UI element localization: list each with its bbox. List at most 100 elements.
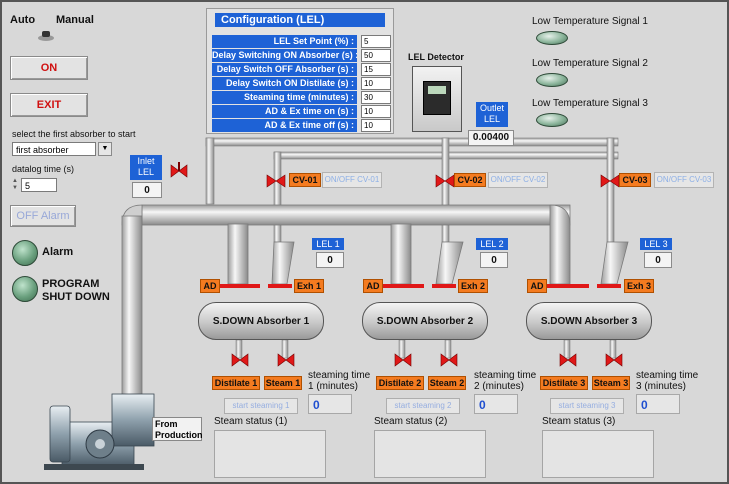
- detector-title: LEL Detector: [408, 52, 464, 62]
- valve-icon[interactable]: [600, 172, 620, 190]
- steaming-time-3-value: 0: [636, 394, 680, 414]
- steaming-time-3-label: steaming time 3 (minutes): [636, 370, 699, 392]
- valve-icon[interactable]: [277, 352, 295, 368]
- valve-icon[interactable]: [266, 172, 286, 190]
- steam-3-tag: Steam 3: [592, 376, 630, 390]
- detector-display-icon: [423, 81, 451, 115]
- lel-1-value: 0: [316, 252, 344, 268]
- config-row-label: Delay Switching ON Absorber (s) :: [212, 49, 357, 62]
- config-row: Delay Switch OFF Absorber (s) : 15: [212, 63, 391, 76]
- datalog-value: 5: [25, 181, 31, 191]
- auto-manual-toggle[interactable]: [36, 28, 56, 42]
- config-title: Configuration (LEL): [215, 13, 385, 27]
- lel-2-value: 0: [480, 252, 508, 268]
- lel-1-label: LEL 1: [312, 238, 344, 250]
- lel-detector-device: [412, 66, 462, 132]
- start-steaming-3-button[interactable]: start steaming 3: [550, 398, 624, 414]
- outlet-lel-value: 0.00400: [468, 130, 514, 146]
- valve-icon[interactable]: [170, 162, 188, 180]
- steam-status-1-label: Steam status (1): [214, 416, 288, 427]
- absorber-select[interactable]: first absorber: [12, 142, 96, 156]
- steam-2-tag: Steam 2: [428, 376, 466, 390]
- on-button[interactable]: ON: [10, 56, 88, 80]
- off-alarm-button[interactable]: OFF Alarm: [10, 205, 76, 227]
- exh-3-tag: Exh 3: [624, 279, 654, 293]
- valve-icon[interactable]: [605, 352, 623, 368]
- outlet-lel-label: Outlet LEL: [476, 102, 508, 127]
- lel-3-value: 0: [644, 252, 672, 268]
- low-temp-led: [536, 73, 568, 87]
- low-temp-signal-label: Low Temperature Signal 1: [532, 16, 648, 27]
- low-temp-led: [536, 113, 568, 127]
- valve-icon[interactable]: [435, 172, 455, 190]
- steam-1-tag: Steam 1: [264, 376, 302, 390]
- from-production-label: From Production: [152, 417, 203, 441]
- steam-status-3-label: Steam status (3): [542, 416, 616, 427]
- ad-1-tag: AD: [200, 279, 220, 293]
- config-row-label: LEL Set Point (%) :: [212, 35, 357, 48]
- ad-2-tag: AD: [363, 279, 383, 293]
- start-steaming-2-button[interactable]: start steaming 2: [386, 398, 460, 414]
- absorber-select-label: select the first absorber to start: [12, 129, 136, 139]
- steam-status-2-label: Steam status (2): [374, 416, 448, 427]
- config-row-label: AD & Ex time off (s) :: [212, 119, 357, 132]
- config-row-input[interactable]: 10: [361, 119, 391, 132]
- config-row: AD & Ex time on (s) : 10: [212, 105, 391, 118]
- exh-1-tag: Exh 1: [294, 279, 324, 293]
- config-row-input[interactable]: 10: [361, 77, 391, 90]
- inlet-lel-label: Inlet LEL: [130, 155, 162, 180]
- steam-status-3-box: [542, 430, 654, 478]
- absorber-select-value: first absorber: [16, 145, 69, 155]
- steam-status-1-box: [214, 430, 326, 478]
- datalog-label: datalog time (s): [12, 164, 75, 174]
- steaming-time-1-label: steaming time 1 (minutes): [308, 370, 371, 392]
- config-row: Delay Switch ON Distilate (s) : 10: [212, 77, 391, 90]
- valve-icon[interactable]: [559, 352, 577, 368]
- low-temp-signal-label: Low Temperature Signal 2: [532, 58, 648, 69]
- ad-3-tag: AD: [527, 279, 547, 293]
- valve-icon[interactable]: [231, 352, 249, 368]
- config-row-input[interactable]: 10: [361, 105, 391, 118]
- cv-03-onoff-button[interactable]: ON/OFF CV-03: [654, 172, 714, 188]
- datalog-input[interactable]: 5: [21, 178, 57, 192]
- config-row-label: Steaming time (minutes) :: [212, 91, 357, 104]
- start-steaming-1-button[interactable]: start steaming 1: [224, 398, 298, 414]
- steaming-time-1-value: 0: [308, 394, 352, 414]
- valve-icon[interactable]: [440, 352, 458, 368]
- low-temp-led: [536, 31, 568, 45]
- absorber-1[interactable]: S.DOWN Absorber 1: [198, 302, 324, 340]
- chevron-down-icon[interactable]: ▼: [98, 142, 112, 156]
- alarm-label: Alarm: [42, 246, 74, 258]
- shutdown-label: PROGRAM SHUT DOWN: [42, 278, 110, 303]
- config-row-input[interactable]: 30: [361, 91, 391, 104]
- inlet-lel-value: 0: [132, 182, 162, 198]
- config-row-label: AD & Ex time on (s) :: [212, 105, 357, 118]
- config-row-input[interactable]: 15: [361, 63, 391, 76]
- distilate-2-tag: Distilate 2: [376, 376, 424, 390]
- cv-01-onoff-button[interactable]: ON/OFF CV-01: [322, 172, 382, 188]
- steam-status-2-box: [374, 430, 486, 478]
- cv-01-tag: CV-01: [289, 173, 321, 187]
- cv-02-tag: CV-02: [454, 173, 486, 187]
- config-row: AD & Ex time off (s) : 10: [212, 119, 391, 132]
- config-row: Steaming time (minutes) : 30: [212, 91, 391, 104]
- alarm-led: [12, 240, 38, 266]
- exh-2-tag: Exh 2: [458, 279, 488, 293]
- valve-icon[interactable]: [394, 352, 412, 368]
- absorber-2[interactable]: S.DOWN Absorber 2: [362, 302, 488, 340]
- manual-label: Manual: [56, 14, 94, 26]
- distilate-1-tag: Distilate 1: [212, 376, 260, 390]
- datalog-stepper-icon[interactable]: ▲▼: [12, 178, 18, 191]
- config-row-input[interactable]: 5: [361, 35, 391, 48]
- exit-button[interactable]: EXIT: [10, 93, 88, 117]
- shutdown-led: [12, 276, 38, 302]
- steaming-time-2-value: 0: [474, 394, 518, 414]
- absorber-3[interactable]: S.DOWN Absorber 3: [526, 302, 652, 340]
- lel-2-label: LEL 2: [476, 238, 508, 250]
- lel-3-label: LEL 3: [640, 238, 672, 250]
- config-row: Delay Switching ON Absorber (s) : 50: [212, 49, 391, 62]
- cv-02-onoff-button[interactable]: ON/OFF CV-02: [488, 172, 548, 188]
- config-row-input[interactable]: 50: [361, 49, 391, 62]
